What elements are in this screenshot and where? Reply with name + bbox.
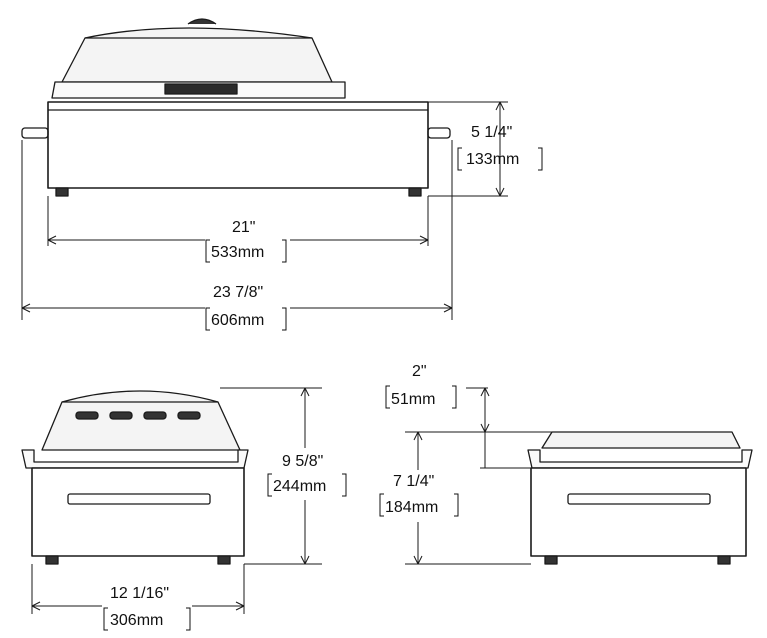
- lid-offset-mm-brackets: [385, 385, 457, 409]
- depth-mm-brackets: [103, 607, 191, 631]
- front-height-inches: 5 1/4": [471, 124, 512, 141]
- front-right-knob: [427, 127, 451, 139]
- front-view: [21, 18, 451, 197]
- depth-mm: 306mm: [110, 612, 163, 629]
- side-dome-lid: [41, 390, 241, 451]
- side-view: [21, 390, 249, 565]
- base-width-mm: 533mm: [211, 244, 264, 261]
- no-lid-drawer-handle: [567, 493, 711, 505]
- side-vent-4: [177, 411, 201, 420]
- side-vent-2: [109, 411, 133, 420]
- base-width-inches: 21": [232, 219, 255, 236]
- no-lid-right-foot: [717, 555, 731, 565]
- no-lid-rim: [527, 449, 753, 469]
- overall-width-mm: 606mm: [211, 312, 264, 329]
- lid-offset-mm: 51mm: [391, 391, 435, 408]
- no-lid-left-foot: [544, 555, 558, 565]
- side-left-foot: [45, 555, 59, 565]
- overall-height-mm-brackets: [267, 473, 347, 497]
- side-drawer-handle: [67, 493, 211, 505]
- no-lid-dimensions: [405, 387, 552, 565]
- overall-height-inches: 9 5/8": [282, 453, 323, 470]
- front-view-dimensions: [21, 101, 508, 320]
- no-lid-base-body: [530, 467, 747, 557]
- front-left-knob: [21, 127, 49, 139]
- overall-width-mm-brackets: [205, 307, 287, 331]
- side-view-dimensions: [31, 387, 322, 614]
- side-vent-3: [143, 411, 167, 420]
- front-left-foot: [55, 187, 69, 197]
- side-right-foot: [217, 555, 231, 565]
- overall-height-mm: 244mm: [273, 478, 326, 495]
- lid-offset-inches: 2": [412, 363, 427, 380]
- front-dome-lid: [61, 27, 333, 83]
- front-base-body: [47, 101, 429, 189]
- side-vent-1: [75, 411, 99, 420]
- front-height-mm-brackets: [457, 147, 543, 171]
- no-lid-height-mm: 184mm: [385, 499, 438, 516]
- side-base-body: [31, 467, 245, 557]
- no-lid-height-inches: 7 1/4": [393, 473, 434, 490]
- front-dome-knob: [187, 18, 217, 25]
- overall-width-inches: 23 7/8": [213, 284, 263, 301]
- front-height-mm: 133mm: [466, 151, 519, 168]
- front-right-foot: [408, 187, 422, 197]
- side-lid-rim: [21, 449, 249, 469]
- no-lid-height-mm-brackets: [379, 493, 459, 517]
- depth-inches: 12 1/16": [110, 585, 169, 602]
- no-lid-view: [527, 431, 753, 565]
- no-lid-top-plate: [541, 431, 741, 449]
- base-width-mm-brackets: [205, 239, 287, 263]
- front-lid-handle: [164, 83, 238, 95]
